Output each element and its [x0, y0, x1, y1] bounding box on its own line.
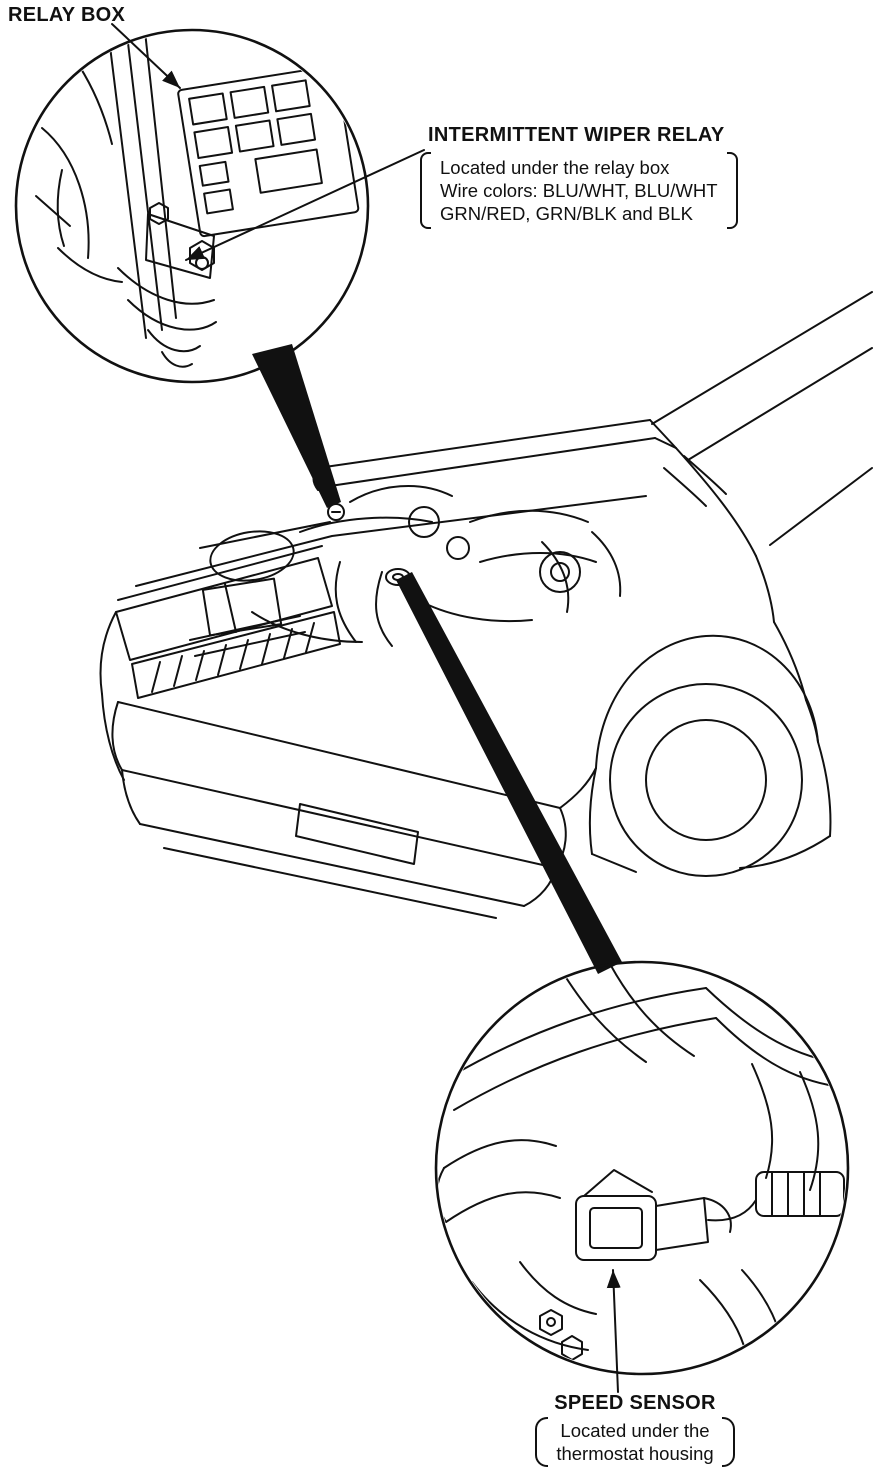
- speed-sensor-line: thermostat housing: [556, 1443, 714, 1464]
- left-bracket: [420, 152, 431, 229]
- leader-wedge-speed-sensor: [396, 572, 622, 974]
- right-paren: [721, 1417, 735, 1467]
- wiper-relay-callout: INTERMITTENT WIPER RELAY Located under t…: [420, 124, 738, 229]
- relay-box-label: RELAY BOX: [8, 4, 126, 26]
- wiper-relay-line: GRN/RED, GRN/BLK and BLK: [440, 203, 693, 224]
- speed-sensor-line: Located under the: [560, 1420, 710, 1441]
- speed-sensor-leader-arrow: [606, 1269, 621, 1393]
- speed-sensor-callout: SPEED SENSOR Located under the thermosta…: [468, 1392, 802, 1467]
- relay-box-callout-art: [14, 28, 370, 384]
- relay-box-leader-arrow: [111, 23, 181, 89]
- wiper-relay-title: INTERMITTENT WIPER RELAY: [428, 124, 725, 146]
- speed-sensor-callout-art: [434, 960, 850, 1376]
- right-bracket: [726, 152, 738, 229]
- car-line-art: [99, 291, 873, 919]
- left-paren: [535, 1417, 549, 1467]
- wiper-relay-line: Wire colors: BLU/WHT, BLU/WHT: [440, 180, 718, 201]
- speed-sensor-title: SPEED SENSOR: [554, 1392, 716, 1414]
- wiper-relay-line: Located under the relay box: [440, 157, 670, 178]
- leader-wedge-relay-box: [252, 344, 341, 508]
- wiper-relay-leader-arrow: [185, 149, 425, 261]
